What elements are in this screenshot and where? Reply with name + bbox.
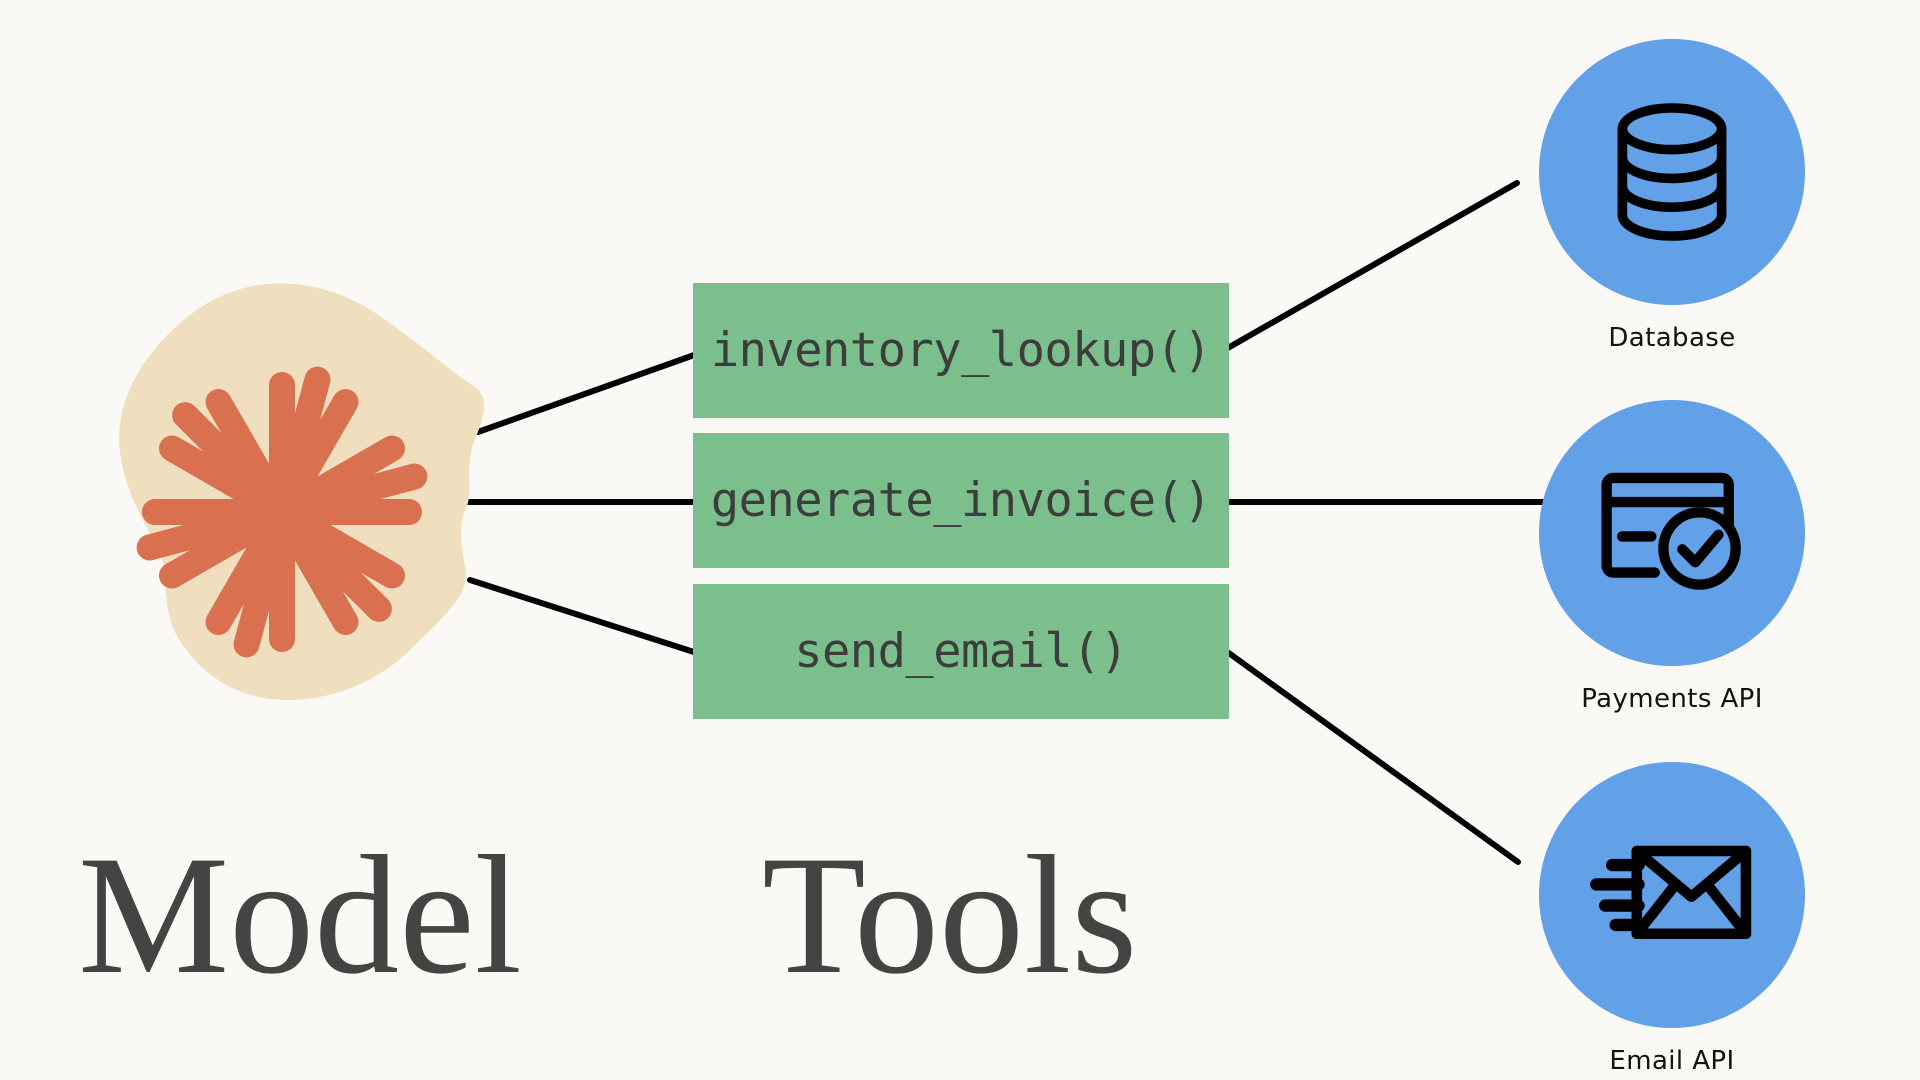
endpoint-label: Database (1608, 323, 1736, 353)
section-caption-tools: Tools (762, 821, 1138, 1009)
endpoint-database[interactable]: Database (1539, 39, 1805, 353)
section-caption-model: Model (78, 821, 522, 1009)
tool-label: inventory_lookup() (710, 323, 1212, 378)
tool-box-send-email[interactable]: send_email() (693, 584, 1229, 719)
endpoint-label: Payments API (1581, 684, 1763, 714)
endpoint-payments-api[interactable]: Payments API (1539, 400, 1805, 714)
credit-card-check-icon (1601, 472, 1741, 590)
endpoint-label: Email API (1609, 1046, 1735, 1076)
tool-label: send_email() (794, 624, 1128, 679)
starburst-icon (136, 366, 428, 658)
endpoint-circle (1539, 39, 1805, 305)
tool-label: generate_invoice() (710, 473, 1212, 528)
database-icon (1617, 103, 1727, 241)
endpoint-circle (1539, 762, 1805, 1028)
endpoint-email-api[interactable]: Email API (1539, 762, 1805, 1076)
envelope-send-icon (1590, 845, 1752, 939)
tool-box-generate-invoice[interactable]: generate_invoice() (693, 433, 1229, 568)
tool-box-inventory-lookup[interactable]: inventory_lookup() (693, 283, 1229, 418)
endpoint-circle (1539, 400, 1805, 666)
